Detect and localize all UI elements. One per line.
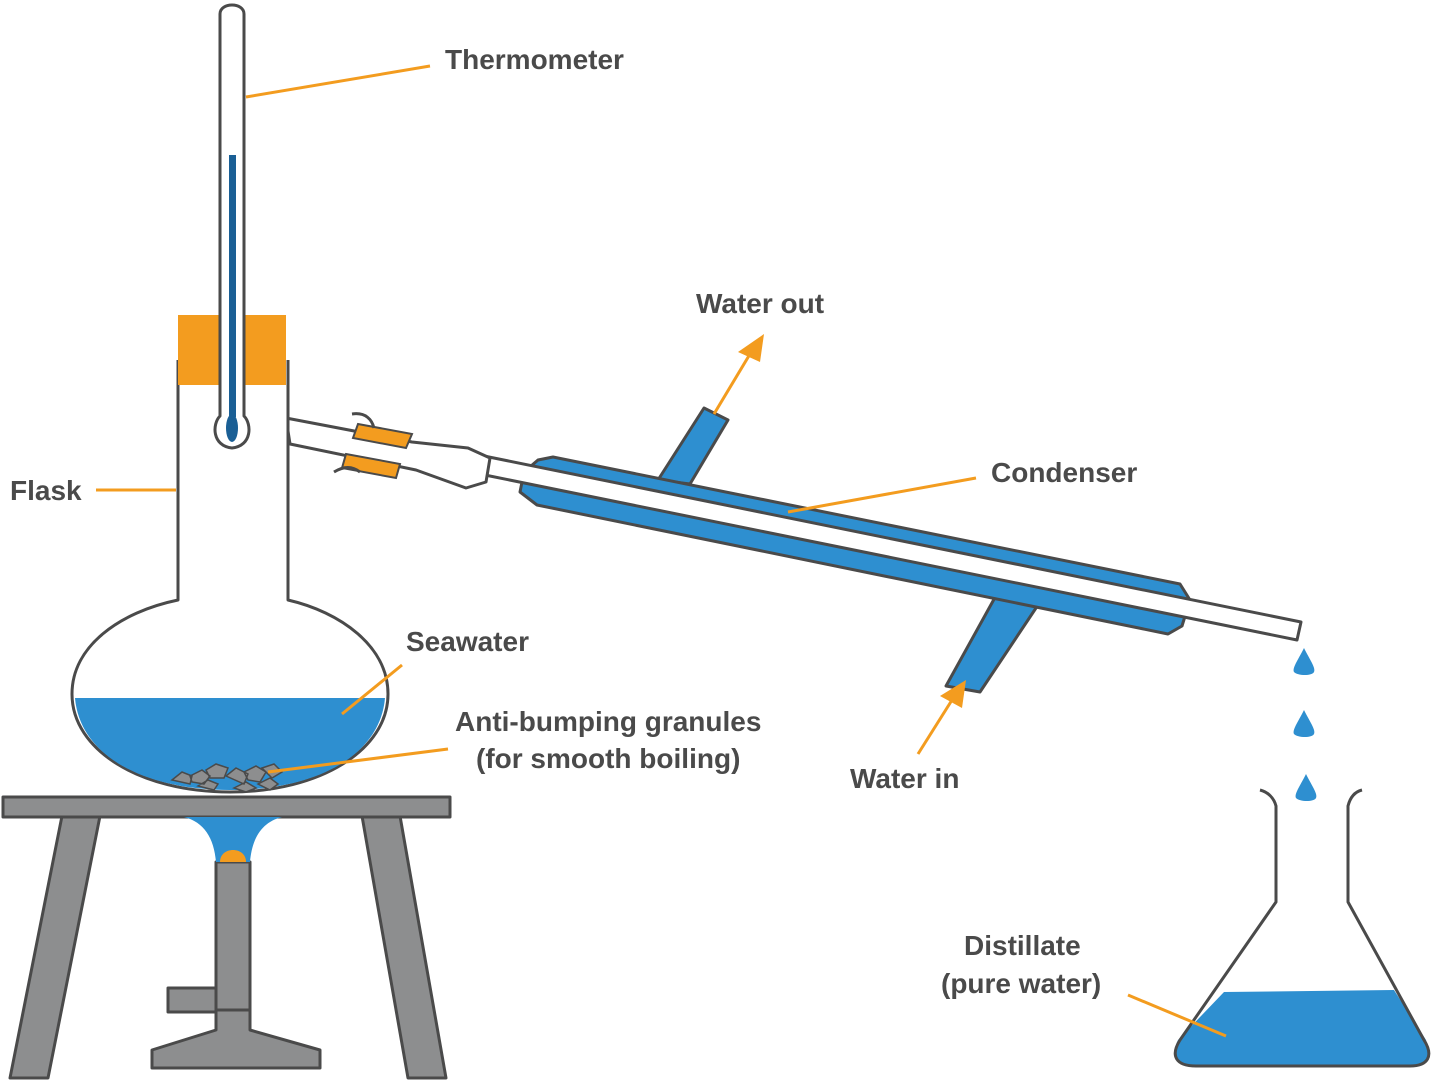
droplets <box>1293 648 1317 801</box>
distillate-leader <box>1127 993 1227 1038</box>
side-arm-sleeve-bottom <box>333 466 361 474</box>
granules <box>170 763 284 793</box>
droplet-3 <box>1295 774 1317 801</box>
seawater-label: Seawater <box>406 626 529 657</box>
granules-label-line1: Anti-bumping granules <box>455 706 761 737</box>
flame-orange <box>220 850 246 862</box>
water-out-arrow-line <box>712 353 752 415</box>
side-arm-tube <box>284 416 492 490</box>
conical-flask-body <box>1173 788 1431 1068</box>
thermometer <box>213 3 251 450</box>
droplet-1 <box>1293 648 1315 675</box>
seawater-leader <box>341 663 403 716</box>
side-arm-sleeve-top <box>351 412 376 429</box>
side-arm-bung-top <box>351 422 414 450</box>
tripod-left-leg <box>8 814 102 1080</box>
tripod-right-leg <box>360 814 448 1080</box>
thermometer-mercury-column <box>229 155 236 417</box>
granules-leader <box>267 747 449 774</box>
water-out-arrowhead <box>738 334 764 362</box>
condenser-label: Condenser <box>991 457 1137 488</box>
thermometer-label: Thermometer <box>445 44 624 75</box>
burner-tube <box>214 860 252 1014</box>
flame-blue <box>184 817 282 862</box>
distillate-label-line2: (pure water) <box>941 968 1101 999</box>
delivery-tube <box>284 412 1303 642</box>
conical-flask <box>1173 788 1431 1068</box>
leader-lines <box>96 64 1227 1038</box>
labels: Thermometer Flask Water out Condenser Se… <box>10 44 1137 999</box>
water-in-spout <box>944 590 1042 694</box>
granules-label-line2: (for smooth boiling) <box>476 743 740 774</box>
burner-base <box>150 1008 322 1070</box>
bunsen-burner <box>150 817 322 1070</box>
water-out-label: Water out <box>696 288 824 319</box>
tripod-top <box>1 795 452 819</box>
thermometer-leader <box>245 64 431 99</box>
tripod-stand <box>1 795 452 1080</box>
condenser-leader <box>787 476 977 514</box>
distillate-label-line1: Distillate <box>964 930 1081 961</box>
water-out-spout <box>656 406 730 486</box>
water-in-arrowhead <box>940 680 966 708</box>
water-in-arrow-line <box>916 699 954 755</box>
side-arm-bung-bottom <box>340 452 402 480</box>
flask-label: Flask <box>10 475 82 506</box>
inner-tube <box>478 454 1303 642</box>
distillate-liquid <box>1174 990 1429 1066</box>
flask-body <box>70 360 390 794</box>
thermometer-bulb <box>226 414 238 442</box>
droplet-2 <box>1293 710 1315 737</box>
burner-air-inlet <box>166 986 220 1014</box>
water-in-label: Water in <box>850 763 959 794</box>
